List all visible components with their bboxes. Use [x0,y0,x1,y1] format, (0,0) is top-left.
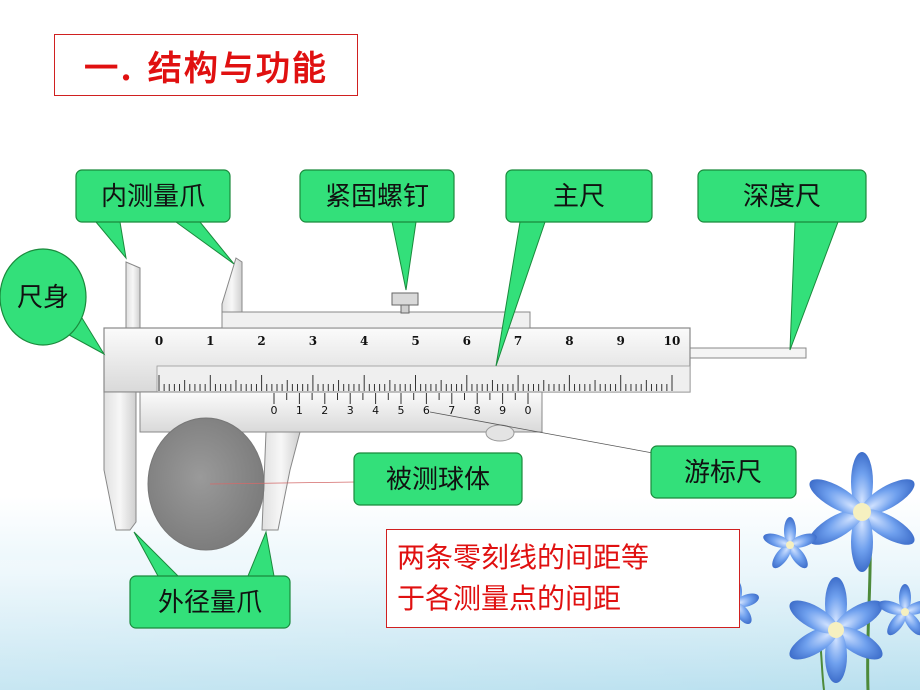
main-scale-number: 0 [155,334,163,348]
label-body: 尺身 [17,283,69,313]
locking-screw [391,292,419,306]
main-scale-number: 3 [309,334,317,348]
vernier-scale-numbers: 0 1 2 3 4 5 6 7 8 9 0 [271,404,532,417]
vernier-scale-number: 1 [296,404,303,417]
callout-depth-rod: 深度尺 [697,169,867,351]
vernier-scale-number: 5 [398,404,405,417]
main-scale-number: 1 [206,334,214,348]
label-main-scale: 主尺 [553,182,605,212]
main-scale-number: 10 [664,334,681,348]
vernier-scale-number: 0 [525,404,532,417]
vernier-scale-number: 6 [423,404,430,417]
measured-ball [147,417,265,551]
label-ball: 被测球体 [386,465,490,495]
title-box: 一. 结构与功能 [54,34,358,96]
page-title: 一. 结构与功能 [84,48,328,89]
label-outer-jaw: 外径量爪 [158,588,262,618]
vernier-slider [139,257,543,531]
main-scale-number: 8 [565,334,573,348]
label-screw: 紧固螺钉 [325,182,429,212]
main-scale-numbers: 0 1 2 3 4 5 6 7 8 9 10 [155,334,681,348]
pointer-lines [209,411,681,485]
main-scale-number: 6 [463,334,471,348]
vernier-scale-number: 7 [448,404,455,417]
main-scale-number: 9 [617,334,625,348]
callout-inner-jaw: 内测量爪 [75,169,235,265]
main-scale-number: 7 [514,334,522,348]
main-scale-number: 4 [360,334,368,348]
vernier-scale-ticks [273,393,529,404]
vernier-scale-number: 2 [321,404,328,417]
vernier-scale-number: 0 [271,404,278,417]
vernier-scale-number: 9 [499,404,506,417]
label-depth-rod: 深度尺 [743,182,821,212]
callout-screw: 紧固螺钉 [299,169,455,291]
main-scale-ticks [158,375,673,391]
callout-outer-jaw: 外径量爪 [129,530,291,629]
main-scale-number: 5 [411,334,419,348]
note-line-1: 两条零刻线的间距等 [397,541,650,574]
vernier-scale-number: 8 [474,404,481,417]
note-line-2: 于各测量点的间距 [397,582,622,615]
callout-ball: 被测球体 [353,452,523,506]
vernier-scale-number: 4 [372,404,379,417]
callout-main-scale: 主尺 [495,169,653,367]
callout-vernier: 游标尺 [650,445,797,499]
label-vernier: 游标尺 [684,458,762,488]
label-inner-jaw: 内测量爪 [101,182,205,212]
caliper-body [103,261,691,531]
note-box: 两条零刻线的间距等 于各测量点的间距 [386,529,740,628]
depth-rod [689,347,807,359]
vernier-scale-number: 3 [347,404,354,417]
callout-body: 尺身 [0,248,106,356]
main-scale-number: 2 [257,334,265,348]
